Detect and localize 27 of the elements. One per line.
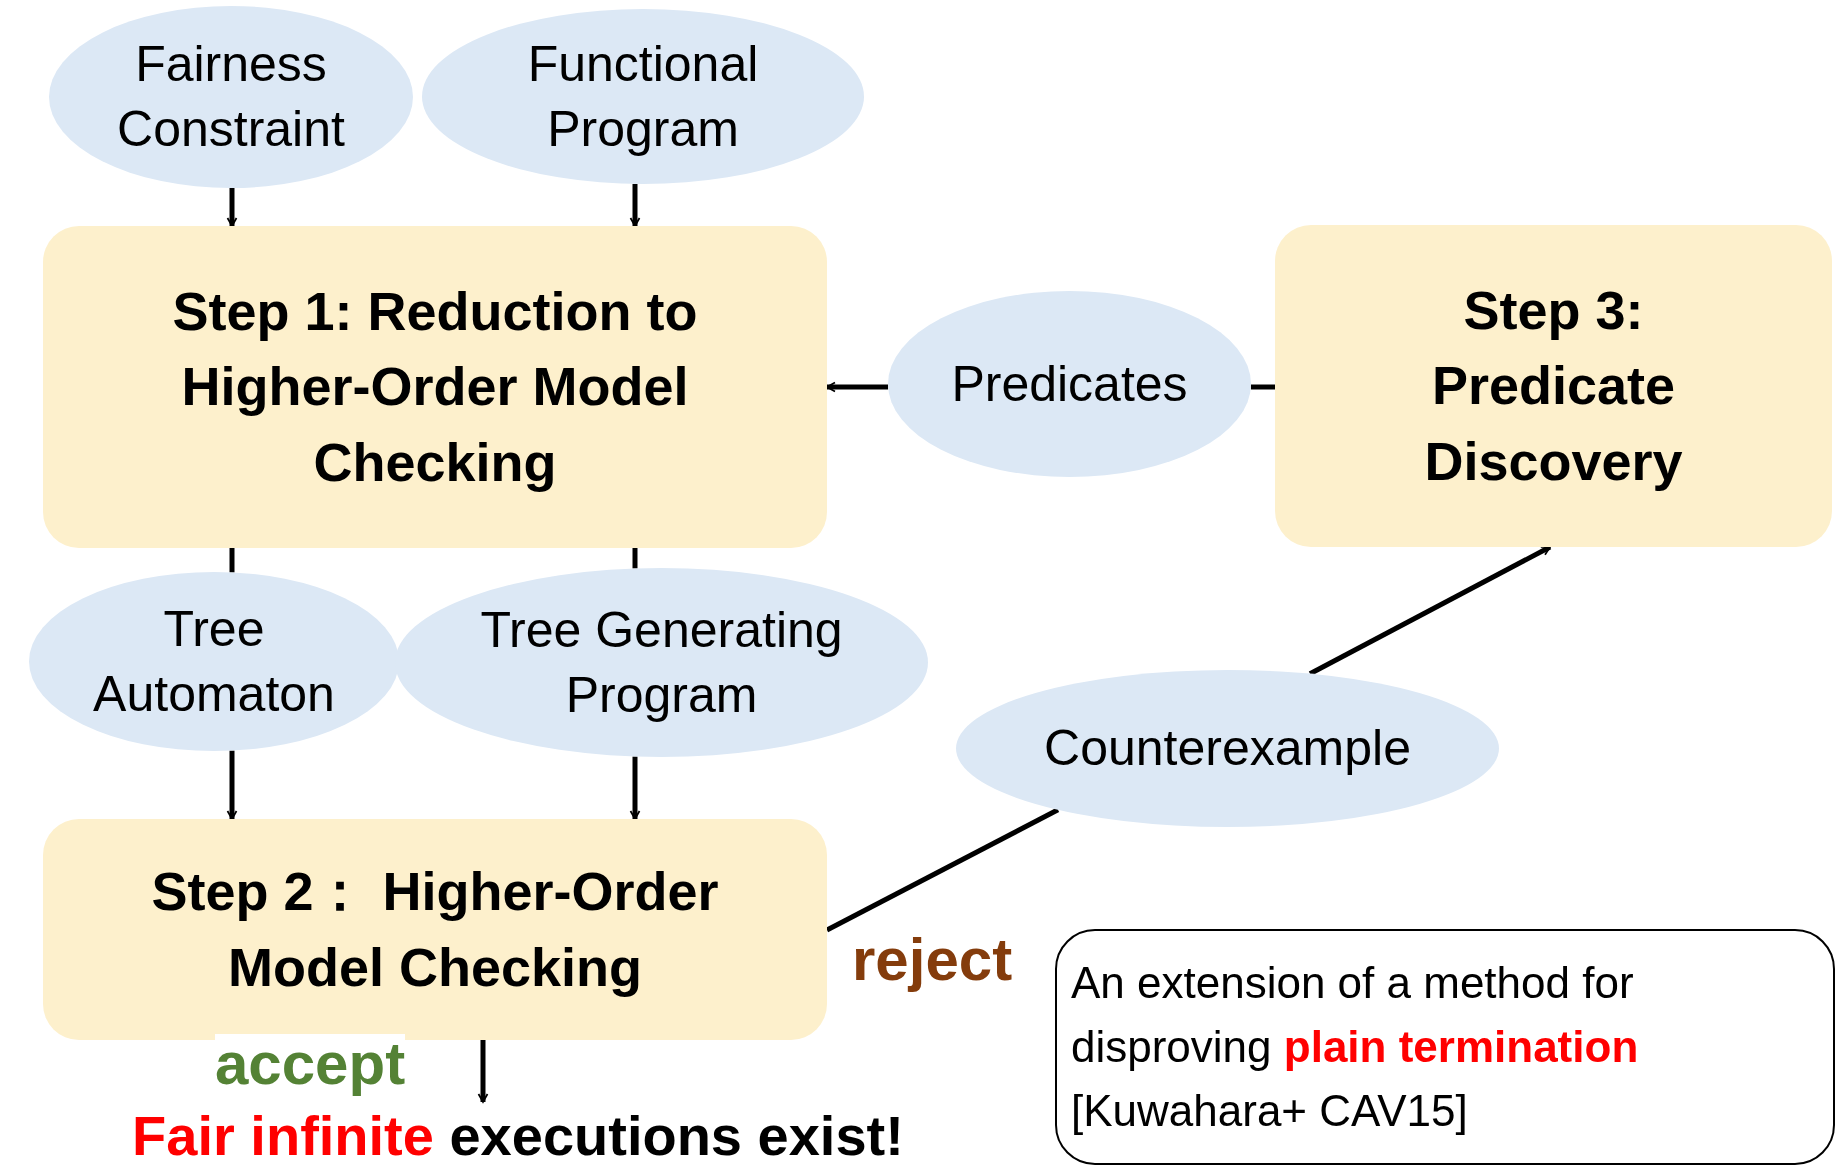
step-title: Step 3: Predicate Discovery — [1423, 278, 1684, 493]
node-label: Tree Generating Program — [479, 600, 844, 725]
step-title: Step 2： Higher-Order Model Checking — [150, 859, 720, 999]
arrow — [826, 381, 889, 393]
step-box — [43, 226, 827, 548]
note-box — [1055, 929, 1835, 1165]
arrow — [629, 756, 641, 820]
step-title: Step 1: Reduction to Higher-Order Model Checking — [171, 279, 699, 494]
connector-line — [825, 807, 1060, 933]
arrow — [477, 1040, 489, 1103]
node-label: Tree Automaton — [92, 599, 336, 724]
arrow — [226, 750, 238, 820]
edge-label: accept — [215, 1034, 406, 1094]
result-text: Fair infinite executions exist! — [132, 1102, 904, 1168]
arrow — [226, 188, 238, 227]
note-text: An extension of a method for disproving plain termination [Kuwahara+ CAV15] — [1071, 957, 1640, 1137]
connector-line — [1250, 384, 1275, 390]
node-label: Counterexample — [1044, 719, 1411, 778]
node-label: Fairness Constraint — [116, 35, 346, 159]
arrow — [1308, 544, 1552, 676]
step-box — [1275, 225, 1832, 547]
connector-line — [229, 548, 235, 573]
connector-line — [632, 548, 638, 569]
arrow — [629, 183, 641, 227]
node-label: Functional Program — [526, 34, 760, 159]
node-label: Predicates — [951, 354, 1188, 414]
step-box — [43, 819, 827, 1040]
